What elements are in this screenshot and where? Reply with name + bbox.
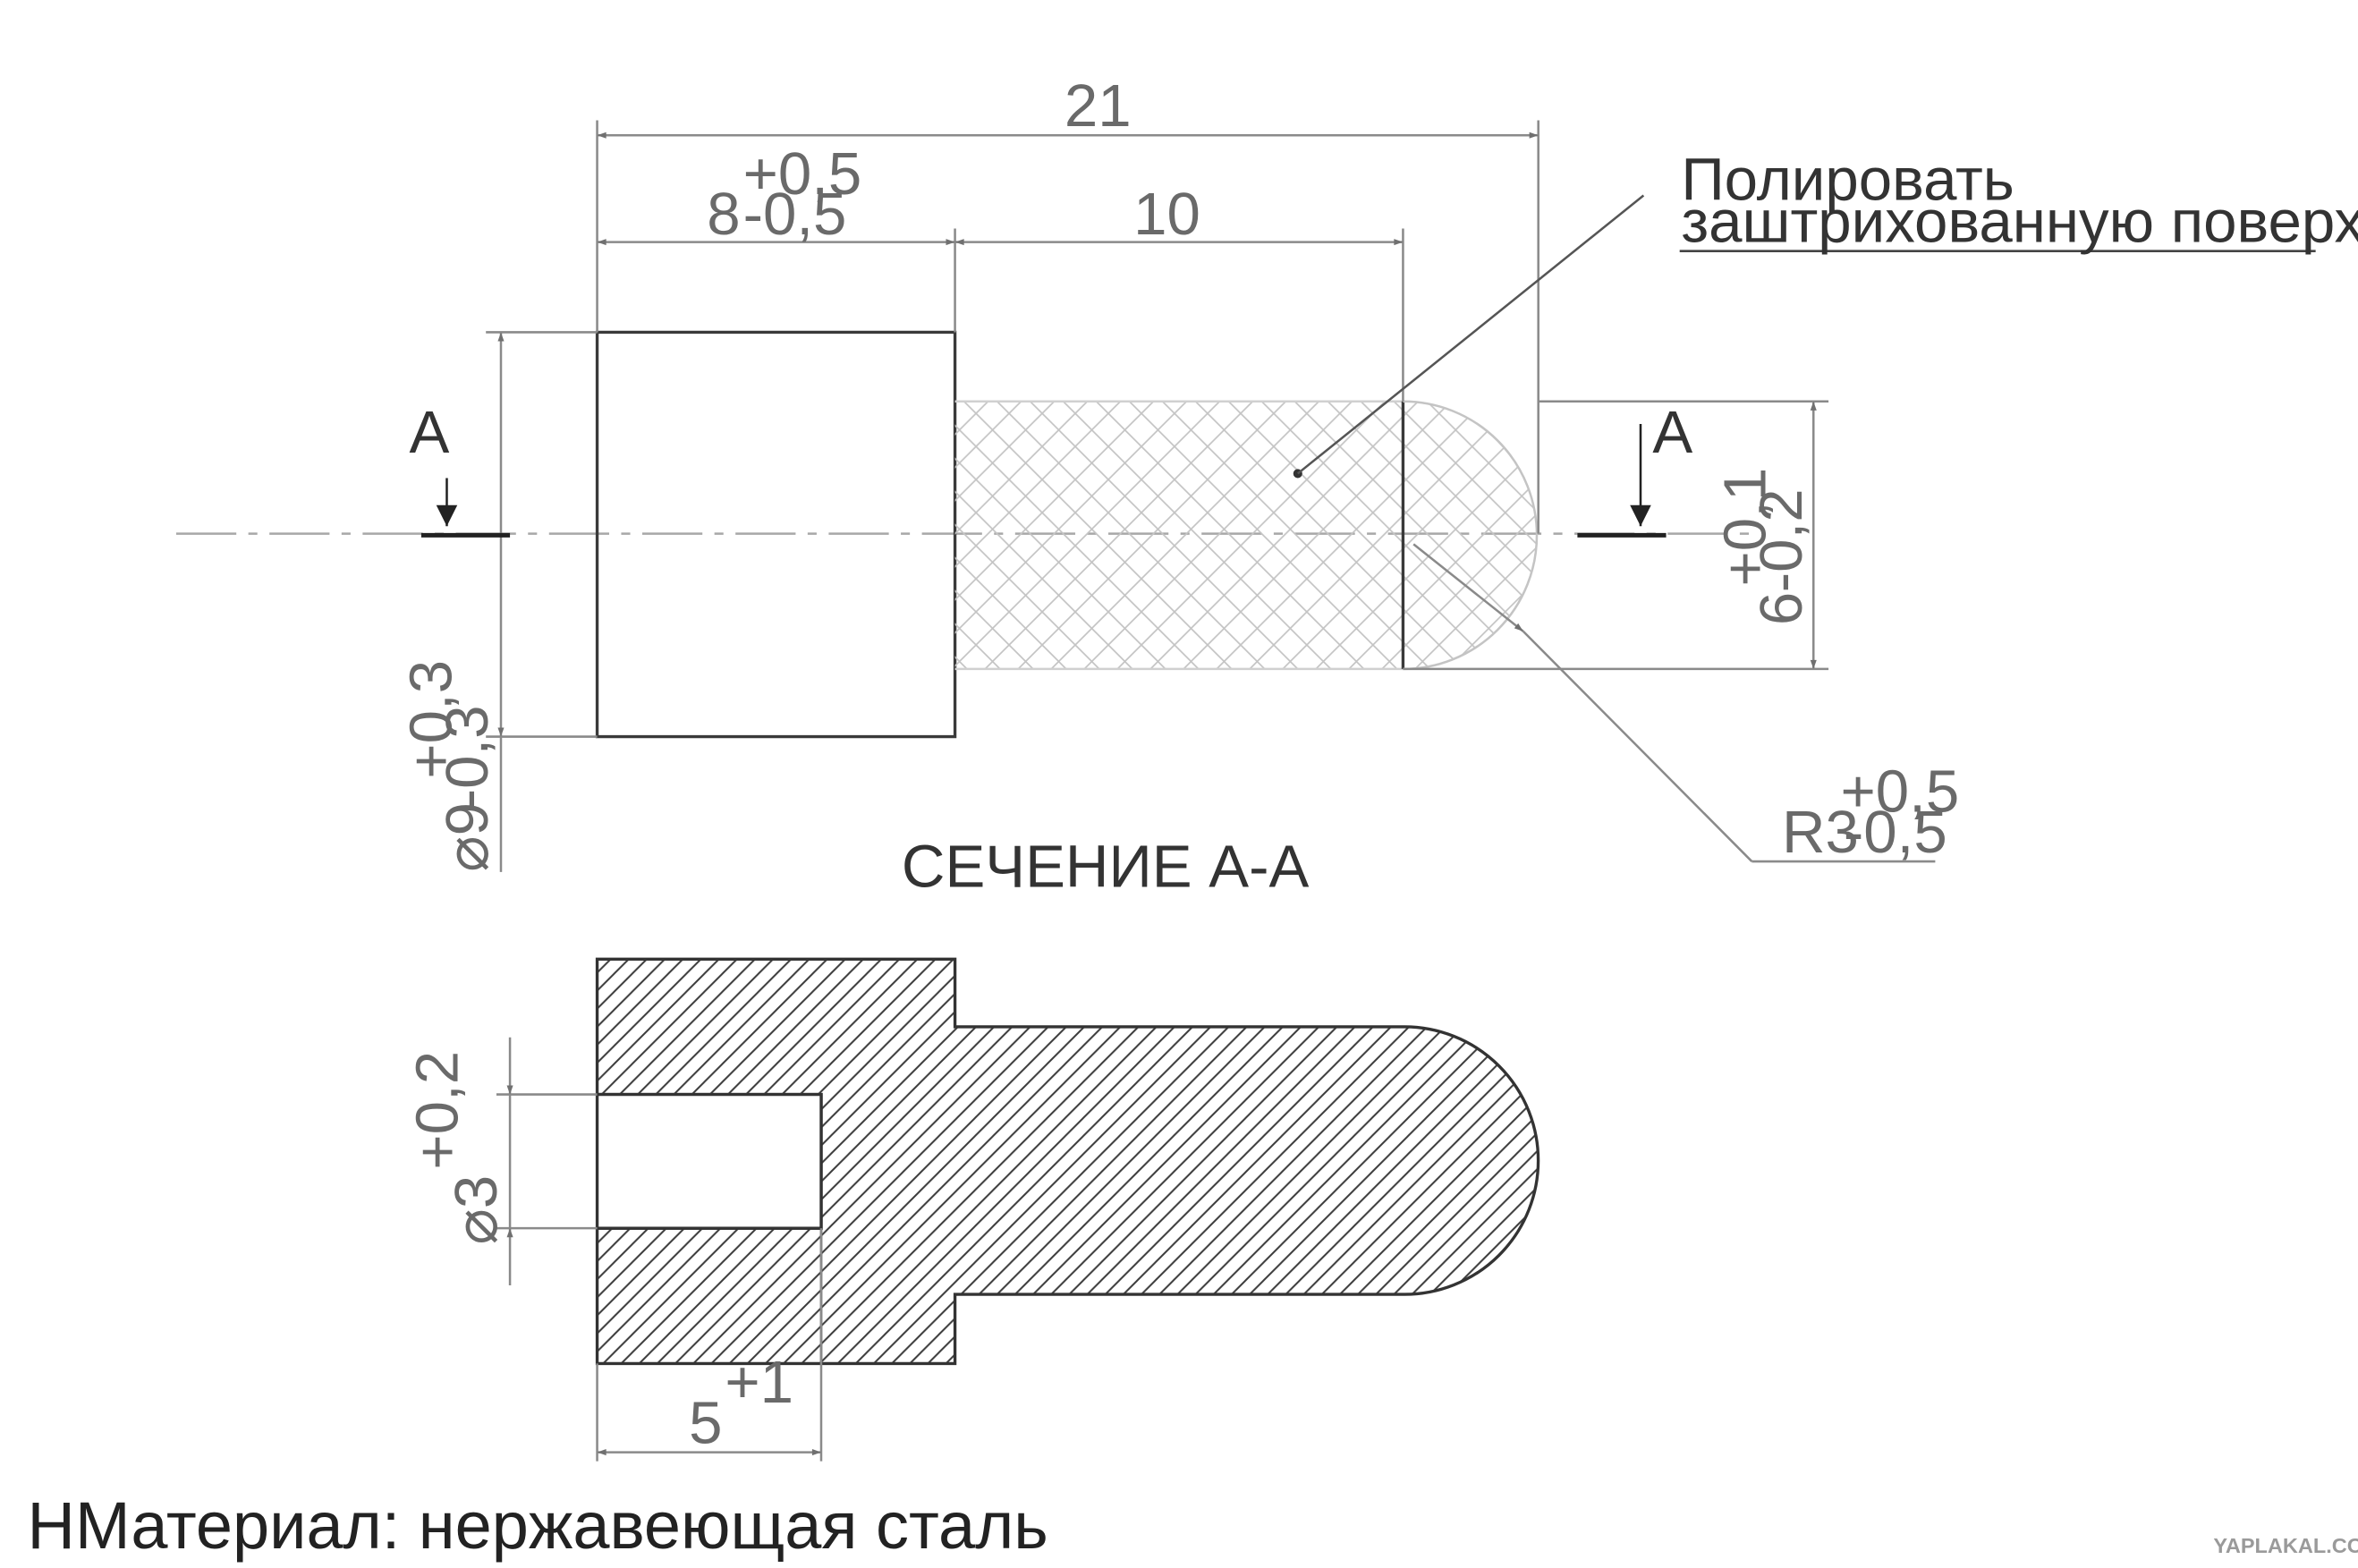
dimension-hole-depth: +1 5 — [596, 1228, 823, 1462]
section-body — [595, 957, 1540, 1366]
dimension-shank-diameter: 6 -0,2 +0,1 — [1403, 400, 1829, 671]
section-marker-right: A — [1577, 399, 1692, 538]
watermark: YAPLAKAL.COM — [2213, 1534, 2358, 1557]
head-diameter-tol-upper: +0,3 — [398, 660, 465, 779]
dimension-overall-length: 21 — [596, 72, 1539, 534]
tip-radius-tol-upper: +0,5 — [1841, 759, 1960, 826]
polished-shank — [954, 400, 1539, 671]
shank-diameter-tol-lower: -0,2 — [1748, 488, 1815, 592]
hole-depth-value: 5 — [689, 1389, 722, 1456]
polish-note-line1: Полировать — [1681, 147, 2014, 214]
hole-depth-tol-upper: +1 — [725, 1349, 793, 1416]
material-note: НМатериал: нержавеющая сталь — [28, 1488, 1048, 1563]
hole-diameter-tol-upper: +0,2 — [403, 1051, 471, 1170]
section-title: СЕЧЕНИЕ А-А — [902, 834, 1310, 901]
dimension-head-length: +0,5 8 -0,5 — [597, 140, 956, 333]
top-view: 21 +0,5 8 -0,5 10 ⌀9 -0,3 +0,3 — [175, 72, 2358, 872]
dimension-head-diameter: ⌀9 -0,3 +0,3 — [398, 331, 598, 872]
section-marker-left-label: A — [409, 399, 449, 466]
bore-hole — [595, 1092, 823, 1230]
hole-diameter-value: ⌀3 — [443, 1175, 510, 1245]
head-length-value: 8 — [707, 181, 740, 248]
head-length-tol-lower: -0,5 — [743, 181, 847, 248]
polish-note-line2: заштрихованную поверхность — [1681, 189, 2358, 256]
shank-diameter-tol-upper: +0,1 — [1711, 468, 1778, 587]
dimension-hole-diameter: ⌀3 +0,2 — [403, 1037, 598, 1286]
dimension-tip-radius: +0,5 R3 -0,5 — [1412, 543, 1960, 866]
section-marker-left: A — [409, 399, 511, 538]
head-diameter-tol-lower: -0,3 — [434, 705, 501, 809]
overall-length-value: 21 — [1064, 72, 1132, 140]
shank-length-value: 10 — [1133, 181, 1200, 248]
section-view: ⌀3 +0,2 +1 5 — [403, 957, 1540, 1462]
polish-note: Полировать заштрихованную поверхность — [1293, 147, 2358, 479]
section-marker-right-label: A — [1652, 399, 1692, 466]
head-diameter-value: ⌀9 — [434, 802, 501, 872]
tip-radius-tol-lower: -0,5 — [1844, 799, 1947, 866]
dimension-shank-length: 10 — [954, 181, 1404, 402]
head-length-tol-upper: +0,5 — [743, 140, 862, 208]
shank-diameter-value: 6 — [1748, 592, 1815, 625]
tip-radius-value: R3 — [1782, 799, 1859, 866]
